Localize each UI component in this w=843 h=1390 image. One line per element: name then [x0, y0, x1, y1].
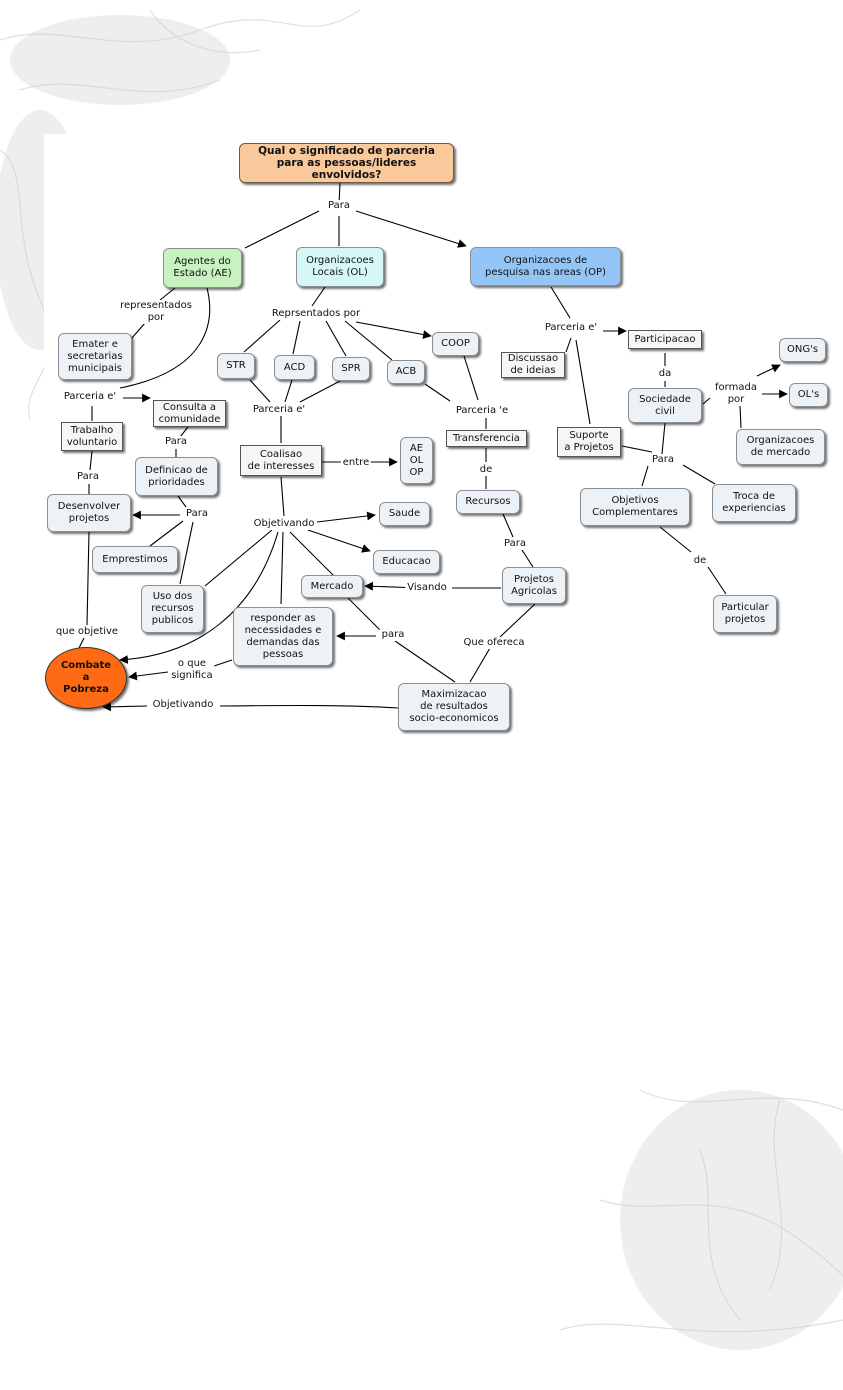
projetos-agricolas-node: Projetos Agricolas — [502, 567, 566, 604]
link-label-da: da — [656, 368, 674, 380]
participacao-node: Participacao — [628, 330, 702, 349]
title-question-node: Qual o significado de parceria para as p… — [239, 143, 454, 183]
emater-node: Emater e secretarias municipais — [58, 333, 132, 380]
link-label-entre: entre — [340, 457, 372, 469]
acd-node: ACD — [274, 355, 315, 380]
coop-node: COOP — [432, 332, 479, 356]
coalisao-interesses-node: Coalisao de interesses — [240, 445, 322, 476]
ae-ol-op-node: AE OL OP — [400, 437, 433, 484]
objetivos-complementares-node: Objetivos Complementares — [580, 488, 690, 526]
link-label-objetivando-bottom: Objetivando — [150, 699, 216, 711]
link-label-representados-por: representados por — [118, 300, 194, 324]
link-label-para-definicao: Para — [184, 508, 210, 520]
link-label-para-responder: para — [379, 629, 407, 641]
suporte-projetos-node: Suporte a Projetos — [557, 427, 621, 457]
link-label-formada-por: formada por — [713, 382, 759, 406]
link-label-para-trabalho: Para — [75, 471, 101, 483]
discussao-ideias-node: Discussao de ideias — [501, 352, 565, 378]
acb-node: ACB — [387, 360, 425, 384]
recursos-node: Recursos — [456, 490, 520, 514]
mercado-node: Mercado — [301, 575, 363, 598]
saude-node: Saude — [379, 502, 430, 526]
spr-node: SPR — [332, 357, 370, 381]
desenvolver-projetos-node: Desenvolver projetos — [47, 494, 131, 532]
link-label-objetivando: Objetivando — [251, 518, 317, 530]
str-node: STR — [217, 353, 255, 379]
link-label-parceria-ol: Parceria e' — [250, 404, 308, 416]
combate-pobreza-node: Combate a Pobreza — [45, 647, 127, 709]
link-label-visando: Visando — [405, 582, 449, 594]
link-label-para-consulta: Para — [163, 436, 189, 448]
ols-node: OL's — [789, 383, 828, 407]
concept-map-panel — [44, 134, 831, 734]
sociedade-civil-node: Sociedade civil — [628, 388, 702, 423]
link-label-para: Para — [326, 200, 352, 212]
link-label-para-projetos: Para — [502, 538, 528, 550]
link-label-parceria-op: Parceria e' — [542, 322, 600, 334]
link-label-reprsentados-por: Reprsentados por — [269, 308, 363, 320]
emprestimos-node: Emprestimos — [92, 546, 178, 573]
consulta-comunidade-node: Consulta a comunidade — [153, 400, 226, 427]
link-label-parceria-ae: Parceria e' — [61, 391, 119, 403]
link-label-de-recursos: de — [477, 464, 495, 476]
link-label-o-que-significa: o que significa — [169, 658, 215, 682]
ongs-node: ONG's — [779, 338, 826, 362]
educacao-node: Educacao — [373, 550, 440, 574]
organizacoes-mercado-node: Organizacoes de mercado — [736, 429, 825, 465]
link-label-para-op: Para — [650, 454, 676, 466]
particular-projetos-node: Particular projetos — [713, 595, 777, 633]
definicao-prioridades-node: Definicao de prioridades — [135, 457, 218, 496]
organizacoes-pesquisa-node: Organizacoes de pesquisa nas areas (OP) — [470, 247, 621, 286]
agentes-do-estado-node: Agentes do Estado (AE) — [163, 248, 242, 288]
organizacoes-locais-node: Organizacoes Locais (OL) — [296, 247, 384, 287]
link-label-que-ofereca: Que ofereca — [461, 637, 527, 649]
trabalho-voluntario-node: Trabalho voluntario — [61, 422, 123, 451]
uso-recursos-publicos-node: Uso dos recursos publicos — [141, 585, 204, 633]
link-label-que-objetive: que objetive — [53, 626, 121, 638]
responder-necessidades-node: responder as necessidades e demandas das… — [233, 607, 333, 666]
link-label-de-particular: de — [691, 555, 709, 567]
maximizacao-resultados-node: Maximizacao de resultados socio-economic… — [398, 683, 510, 731]
link-label-parceria-coop: Parceria 'e — [453, 405, 511, 417]
troca-experiencias-node: Troca de experiencias — [712, 484, 796, 522]
transferencia-node: Transferencia — [446, 430, 527, 447]
